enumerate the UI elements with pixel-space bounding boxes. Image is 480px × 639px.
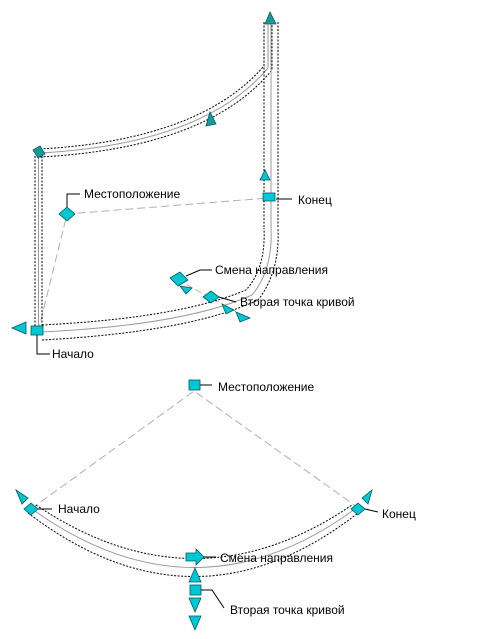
top-label-start: Начало <box>52 347 94 361</box>
top-location-grip-icon[interactable] <box>58 206 76 222</box>
bottom-label-end: Конец <box>382 507 416 521</box>
bottom-arrow-grip-icon[interactable] <box>15 488 29 505</box>
top-arrow-grip-icon[interactable] <box>235 311 252 323</box>
bottom-arrow-grip-icon[interactable] <box>188 566 202 583</box>
bottom-arrow-grip-icon[interactable] <box>361 488 373 505</box>
bottom-end-grip-icon[interactable] <box>350 502 366 516</box>
bottom-label-leaders <box>38 384 379 609</box>
top-end-grip-icon[interactable] <box>262 192 276 202</box>
bottom-label-location: Местоположение <box>218 380 315 394</box>
bottom-flip-grip-icon[interactable] <box>185 548 205 566</box>
top-arrow-grip-icon[interactable] <box>264 11 277 25</box>
top-flip-grip-icon[interactable] <box>179 285 193 295</box>
top-label-leaders <box>36 193 292 355</box>
bottom-arrow-grip-icon[interactable] <box>188 597 202 614</box>
bottom-location-grip-icon[interactable] <box>188 379 201 391</box>
top-label-location: Местоположение <box>84 187 181 201</box>
top-arrow-grip-icon[interactable] <box>10 321 27 335</box>
top-arrow-grip-icon[interactable] <box>205 110 217 127</box>
top-arrow-grip-icon[interactable] <box>32 145 46 159</box>
bottom-label-start: Начало <box>58 502 100 516</box>
top-arrow-grip-icon[interactable] <box>221 303 235 315</box>
bottom-second-point-grip-icon[interactable] <box>189 584 202 596</box>
top-second-point-grip-icon[interactable] <box>202 290 220 304</box>
top-label-flip: Смена направления <box>215 263 328 277</box>
bottom-location-guide <box>30 390 361 510</box>
top-start-grip-icon[interactable] <box>30 325 44 336</box>
top-upper-curve <box>39 22 273 158</box>
top-arrow-grip-icon[interactable] <box>259 169 271 181</box>
top-lower-curve <box>41 227 279 341</box>
top-label-second-point: Вторая точка кривой <box>240 295 355 309</box>
top-figure <box>10 11 292 355</box>
bottom-label-second-point: Вторая точка кривой <box>230 603 345 617</box>
bottom-arrow-grip-icon[interactable] <box>188 615 202 632</box>
bottom-figure <box>15 379 379 632</box>
top-flip-grip-icon[interactable] <box>169 271 189 287</box>
bottom-label-flip: Смена направления <box>220 551 333 565</box>
bottom-start-grip-icon[interactable] <box>23 502 39 516</box>
top-label-end: Конец <box>298 193 332 207</box>
top-left-wall <box>34 156 43 330</box>
